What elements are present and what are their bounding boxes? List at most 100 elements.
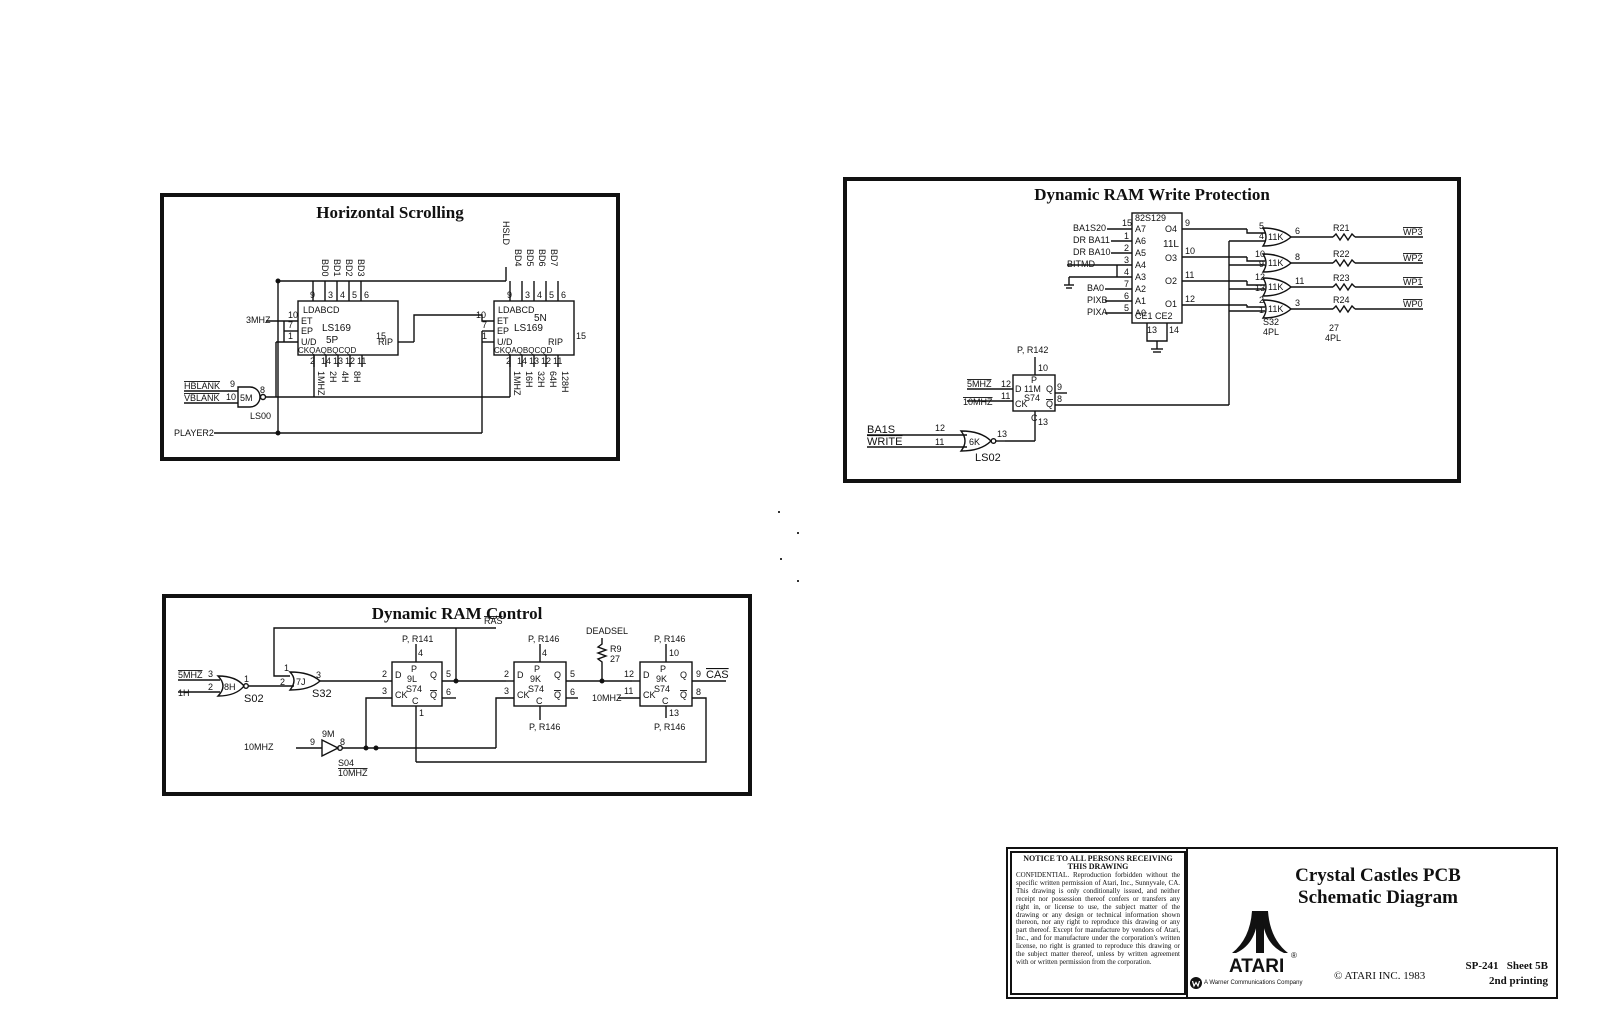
prom-enable: CE1 CE2 [1135, 311, 1173, 321]
wp-g3-in2: 13 [1255, 283, 1265, 293]
wp-res-label-4: R24 [1333, 295, 1350, 305]
drc-deadsel-label: DEADSEL [586, 626, 628, 636]
drc-ff3-ck: CK [643, 690, 656, 700]
wp-prom-out10: 10 [1185, 246, 1195, 256]
ic-5n-top-pins: LDABCD [498, 305, 535, 315]
drc-ff3-ref: 9K [656, 674, 667, 684]
wp-ff-ck: CK [1015, 399, 1028, 409]
drc-ff3-pin8: 8 [696, 687, 701, 697]
ic-5n-bottom-pins: CKQAQBQCQD [494, 346, 552, 355]
ic-5p-type: LS169 [322, 323, 351, 334]
hs-pin-5b: 5 [549, 290, 554, 300]
hs-pin-15a: 15 [376, 331, 386, 341]
scan-dot [780, 558, 782, 560]
wp-g1-in2: 4 [1259, 231, 1264, 241]
hs-pin-1b: 1 [482, 331, 487, 341]
inverter-9m [321, 738, 340, 758]
drc-ff1-type: S74 [406, 684, 422, 694]
wp-prom-pin1: 1 [1124, 231, 1129, 241]
wp-g4-in2: 1 [1259, 305, 1264, 315]
drawing-title: Crystal Castles PCB Schematic Diagram [1218, 865, 1538, 909]
drc-ff1-pin1: 1 [419, 708, 424, 718]
drc-ff3-pin11: 11 [624, 686, 633, 696]
drc-pin-2a: 2 [208, 682, 213, 692]
wp-prom-out11: 11 [1185, 270, 1194, 280]
hs-hsld-label: HSLD [501, 221, 511, 246]
dram-control-panel: Dynamic RAM Control 5MHZ 1H 3 2 8H S02 1… [162, 594, 752, 796]
hs-pin-14a: 14 [321, 356, 331, 366]
ic-5p-top-pins: LDABCD [303, 305, 340, 315]
drc-ff1-pin2: 2 [382, 669, 387, 679]
drc-ff1-ck: CK [395, 690, 408, 700]
wp-sig-drba10: DR BA10 [1073, 247, 1111, 257]
ic-5p-pin-ep: EP [301, 326, 313, 336]
wp-nor-pin11: 11 [935, 437, 944, 447]
hs-pin-13b: 13 [529, 356, 539, 366]
ic-5n-pin-et: ET [497, 316, 509, 326]
drc-inv-out-label: 10MHZ [338, 768, 368, 778]
hs-pin-10a: 10 [288, 310, 298, 320]
wp-5mhz-label: 5MHZ [967, 379, 992, 389]
hs-pin-14b: 14 [517, 356, 527, 366]
scan-dot [778, 511, 780, 513]
drc-res-value: 27 [610, 654, 620, 664]
hs-bd7-label: BD7 [549, 249, 559, 267]
wp-gate-out-pin-1: 6 [1295, 226, 1300, 236]
wp-sig-pixb: PIXB [1087, 295, 1108, 305]
wp-sig-ba0: BA0 [1087, 283, 1104, 293]
drc-ff3-pin12: 12 [624, 669, 634, 679]
prom-11l-body [1131, 212, 1183, 324]
drc-ff2-pin3: 3 [504, 686, 509, 696]
drc-ff1-ref: 9L [407, 674, 417, 684]
drc-inv-pin9: 9 [310, 737, 315, 747]
drc-ff1-preset: P, R141 [402, 634, 433, 644]
wp-prom-pin7: 7 [1124, 279, 1129, 289]
drc-ff3-p: P [660, 664, 666, 674]
drc-ff3-type: S74 [654, 684, 670, 694]
hs-pin-2b: 2 [506, 356, 511, 366]
nor-gate-8h [216, 675, 245, 697]
hs-out-128h: 128H [560, 371, 570, 393]
dram-control-title: Dynamic RAM Control [371, 604, 543, 623]
drc-ff1-pin3: 3 [382, 686, 387, 696]
hs-pin-2a: 2 [310, 356, 315, 366]
wp-ff-ref: 11M [1024, 384, 1041, 394]
wp-sig-bitmd: BITMD [1067, 259, 1095, 269]
drc-ff2-pin4: 4 [542, 648, 547, 658]
drc-ff3-preset: P, R146 [654, 634, 685, 644]
drc-inv-pin8: 8 [340, 737, 345, 747]
hs-bd4-label: BD4 [513, 249, 523, 267]
drc-ff1-c: C [412, 696, 419, 706]
wp-signal-wp3: WP3 [1403, 227, 1423, 237]
wp-g3-in1: 12 [1255, 272, 1265, 282]
drc-gate2-ref: 7J [296, 677, 306, 687]
hs-pin-11a: 11 [357, 356, 366, 366]
hs-pin-1a: 1 [288, 331, 293, 341]
hs-pin-15b: 15 [576, 331, 586, 341]
prom-o4: O4 [1165, 224, 1177, 234]
wp-gate-out-pin-4: 3 [1295, 298, 1300, 308]
hs-out-64h: 64H [548, 371, 558, 388]
drc-cas-label: CAS [706, 669, 729, 681]
wp-gate-ref-3: 11K [1268, 282, 1283, 292]
drc-ff2-ref: 9K [530, 674, 541, 684]
flipflop-9l [391, 661, 443, 707]
sheet-number: SP-241 Sheet 5B [1465, 960, 1549, 972]
dram-write-protection-panel: Dynamic RAM Write Protection 82S129 11L … [843, 177, 1461, 483]
hs-bd5-label: BD5 [525, 249, 535, 267]
wp-prom-out12: 12 [1185, 294, 1195, 304]
ic-5n-pin-rip: RIP [548, 337, 563, 347]
prom-a4: A4 [1135, 260, 1146, 270]
hs-pin-10: 10 [226, 392, 236, 402]
resistor-r24 [1332, 304, 1356, 314]
printing-note: 2nd printing [1489, 975, 1548, 987]
sheet-info: SP-241 Sheet 5B 2nd printing [1448, 959, 1549, 989]
hs-bd3-label: BD3 [356, 259, 366, 277]
drc-ff2-qb: Q [554, 690, 561, 700]
drc-pin-1a: 1 [244, 674, 249, 684]
ic-5p-bottom-pins: CKQAQBQCQD [298, 346, 356, 355]
wp-ff-type: S74 [1024, 393, 1040, 403]
hs-pin-12a: 12 [345, 356, 355, 366]
copyright: © ATARI INC. 1983 [1334, 970, 1426, 982]
hs-pin-9a: 9 [310, 290, 315, 300]
